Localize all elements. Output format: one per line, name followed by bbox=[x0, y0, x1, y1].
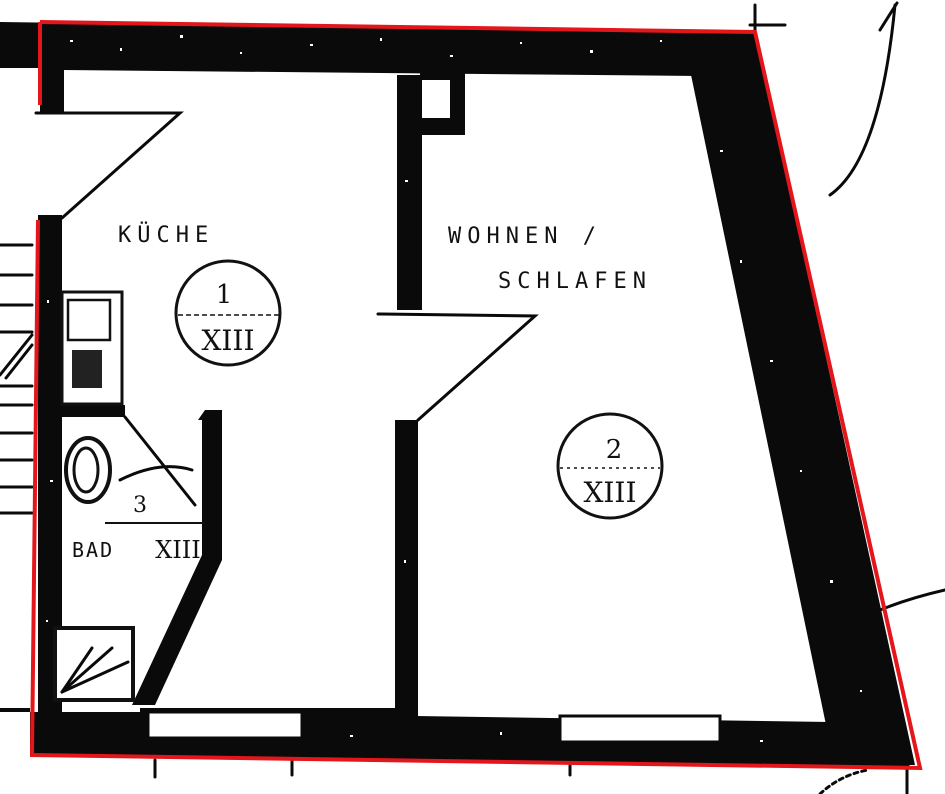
window-living bbox=[558, 714, 722, 744]
room-code-bad: XIII bbox=[155, 536, 201, 564]
curve-right bbox=[878, 588, 945, 612]
room-label-schlafen: SCHLAFEN bbox=[498, 269, 652, 294]
bathroom-door bbox=[118, 415, 197, 507]
stove bbox=[60, 290, 124, 406]
windows bbox=[146, 710, 722, 750]
room-number-wohnen: 2 bbox=[606, 435, 623, 465]
room-kueche: KÜCHE 1 XIII bbox=[118, 222, 282, 367]
wall-texture bbox=[46, 35, 862, 742]
room-number-bad: 3 bbox=[133, 493, 147, 518]
window-kitchen bbox=[146, 710, 304, 740]
curved-arrow bbox=[828, 3, 897, 197]
staircase bbox=[0, 243, 34, 515]
apartment-outline bbox=[29, 20, 923, 771]
room-code-wohnen: XIII bbox=[583, 476, 636, 509]
doors bbox=[34, 111, 539, 507]
annotations bbox=[153, 1, 945, 794]
living-room-door bbox=[376, 312, 539, 422]
room-wohnen-schlafen: WOHNEN / SCHLAFEN 2 XIII bbox=[448, 224, 664, 520]
toilet bbox=[64, 436, 112, 504]
room-bad: 3 BAD XIII bbox=[72, 493, 205, 564]
shower bbox=[53, 626, 135, 702]
room-label-wohnen: WOHNEN / bbox=[448, 224, 602, 249]
entrance-door bbox=[34, 111, 184, 220]
room-label-kueche: KÜCHE bbox=[118, 222, 214, 248]
room-code-kueche: XIII bbox=[201, 324, 254, 357]
room-label-bad: BAD bbox=[72, 538, 114, 562]
room-number-kueche: 1 bbox=[216, 280, 233, 310]
